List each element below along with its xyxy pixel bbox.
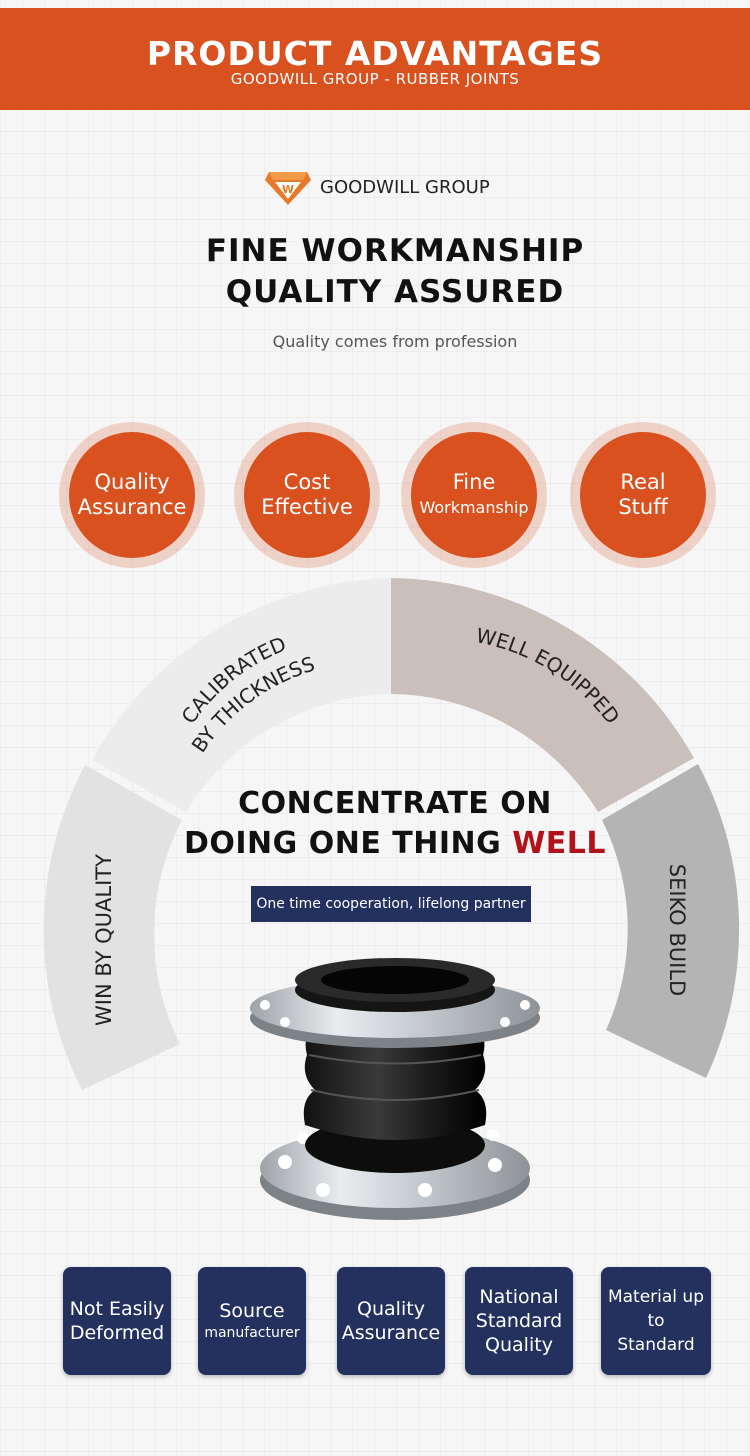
feature-tile-material-up-to-standard: Material up to Standard: [601, 1267, 711, 1375]
partner-pill: One time cooperation, lifelong partner: [251, 886, 531, 922]
goodwill-logo-icon: W: [265, 172, 311, 205]
svg-text:W: W: [282, 183, 294, 196]
rubber-expansion-joint-image: [250, 958, 540, 1220]
ring-label-right: SEIKO BUILD: [665, 864, 689, 996]
feature-tile-quality-assurance: Quality Assurance: [337, 1267, 445, 1375]
ring-label-left: WIN BY QUALITY: [92, 854, 116, 1026]
feature-line-2: to: [647, 1311, 665, 1331]
banner-subtitle: GOODWILL GROUP - RUBBER JOINTS: [230, 70, 520, 88]
feature-line-1: Not Easily: [69, 1298, 165, 1320]
center-title-line-2: DOING ONE THING WELL: [0, 826, 750, 861]
ring-segment-left: [43, 765, 183, 1090]
feature-line-2: Standard: [475, 1310, 563, 1332]
feature-tile-not-easily-deformed: Not Easily Deformed: [63, 1267, 171, 1375]
headline-line-2: QUALITY ASSURED: [225, 274, 565, 310]
badge-label-2: Workmanship: [419, 498, 529, 517]
logo-text: GOODWILL GROUP: [320, 177, 490, 198]
ring-segment-right: [602, 764, 740, 1078]
header-banner: PRODUCT ADVANTAGES GOODWILL GROUP - RUBB…: [0, 8, 750, 110]
badge-label-1: Real: [620, 470, 666, 494]
feature-line-2: manufacturer: [204, 1325, 300, 1341]
headline-line-1: FINE WORKMANSHIP: [205, 233, 585, 269]
feature-line-3: Standard: [617, 1335, 695, 1355]
feature-line-1: Material up: [607, 1287, 705, 1307]
tagline: Quality comes from profession: [272, 332, 518, 351]
feature-line-3: Quality: [485, 1334, 553, 1356]
feature-tile-source-manufacturer: Source manufacturer: [198, 1267, 306, 1375]
center-title-accent: WELL: [512, 826, 607, 861]
badge-label-2: Effective: [261, 495, 353, 519]
feature-line-2: Assurance: [341, 1322, 441, 1344]
banner-title: PRODUCT ADVANTAGES: [146, 34, 604, 73]
feature-tile-national-standard-quality: National Standard Quality: [465, 1267, 573, 1375]
badge-label-2: Assurance: [77, 495, 187, 519]
center-title-line-1: CONCENTRATE ON: [238, 786, 552, 821]
ring-segment-top-left: [92, 578, 391, 812]
badge-label-1: Cost: [283, 470, 331, 494]
feature-line-1: National: [479, 1286, 559, 1308]
badge-label-1: Quality: [94, 470, 170, 494]
center-title-prefix: DOING ONE THING: [183, 826, 513, 861]
badge-label-1: Fine: [452, 470, 496, 494]
feature-line-2: Deformed: [69, 1322, 165, 1344]
badge-label-2: Stuff: [618, 495, 668, 519]
feature-line-1: Source: [219, 1300, 285, 1322]
feature-line-1: Quality: [357, 1298, 425, 1320]
ring-segment-top-right: [391, 578, 694, 812]
